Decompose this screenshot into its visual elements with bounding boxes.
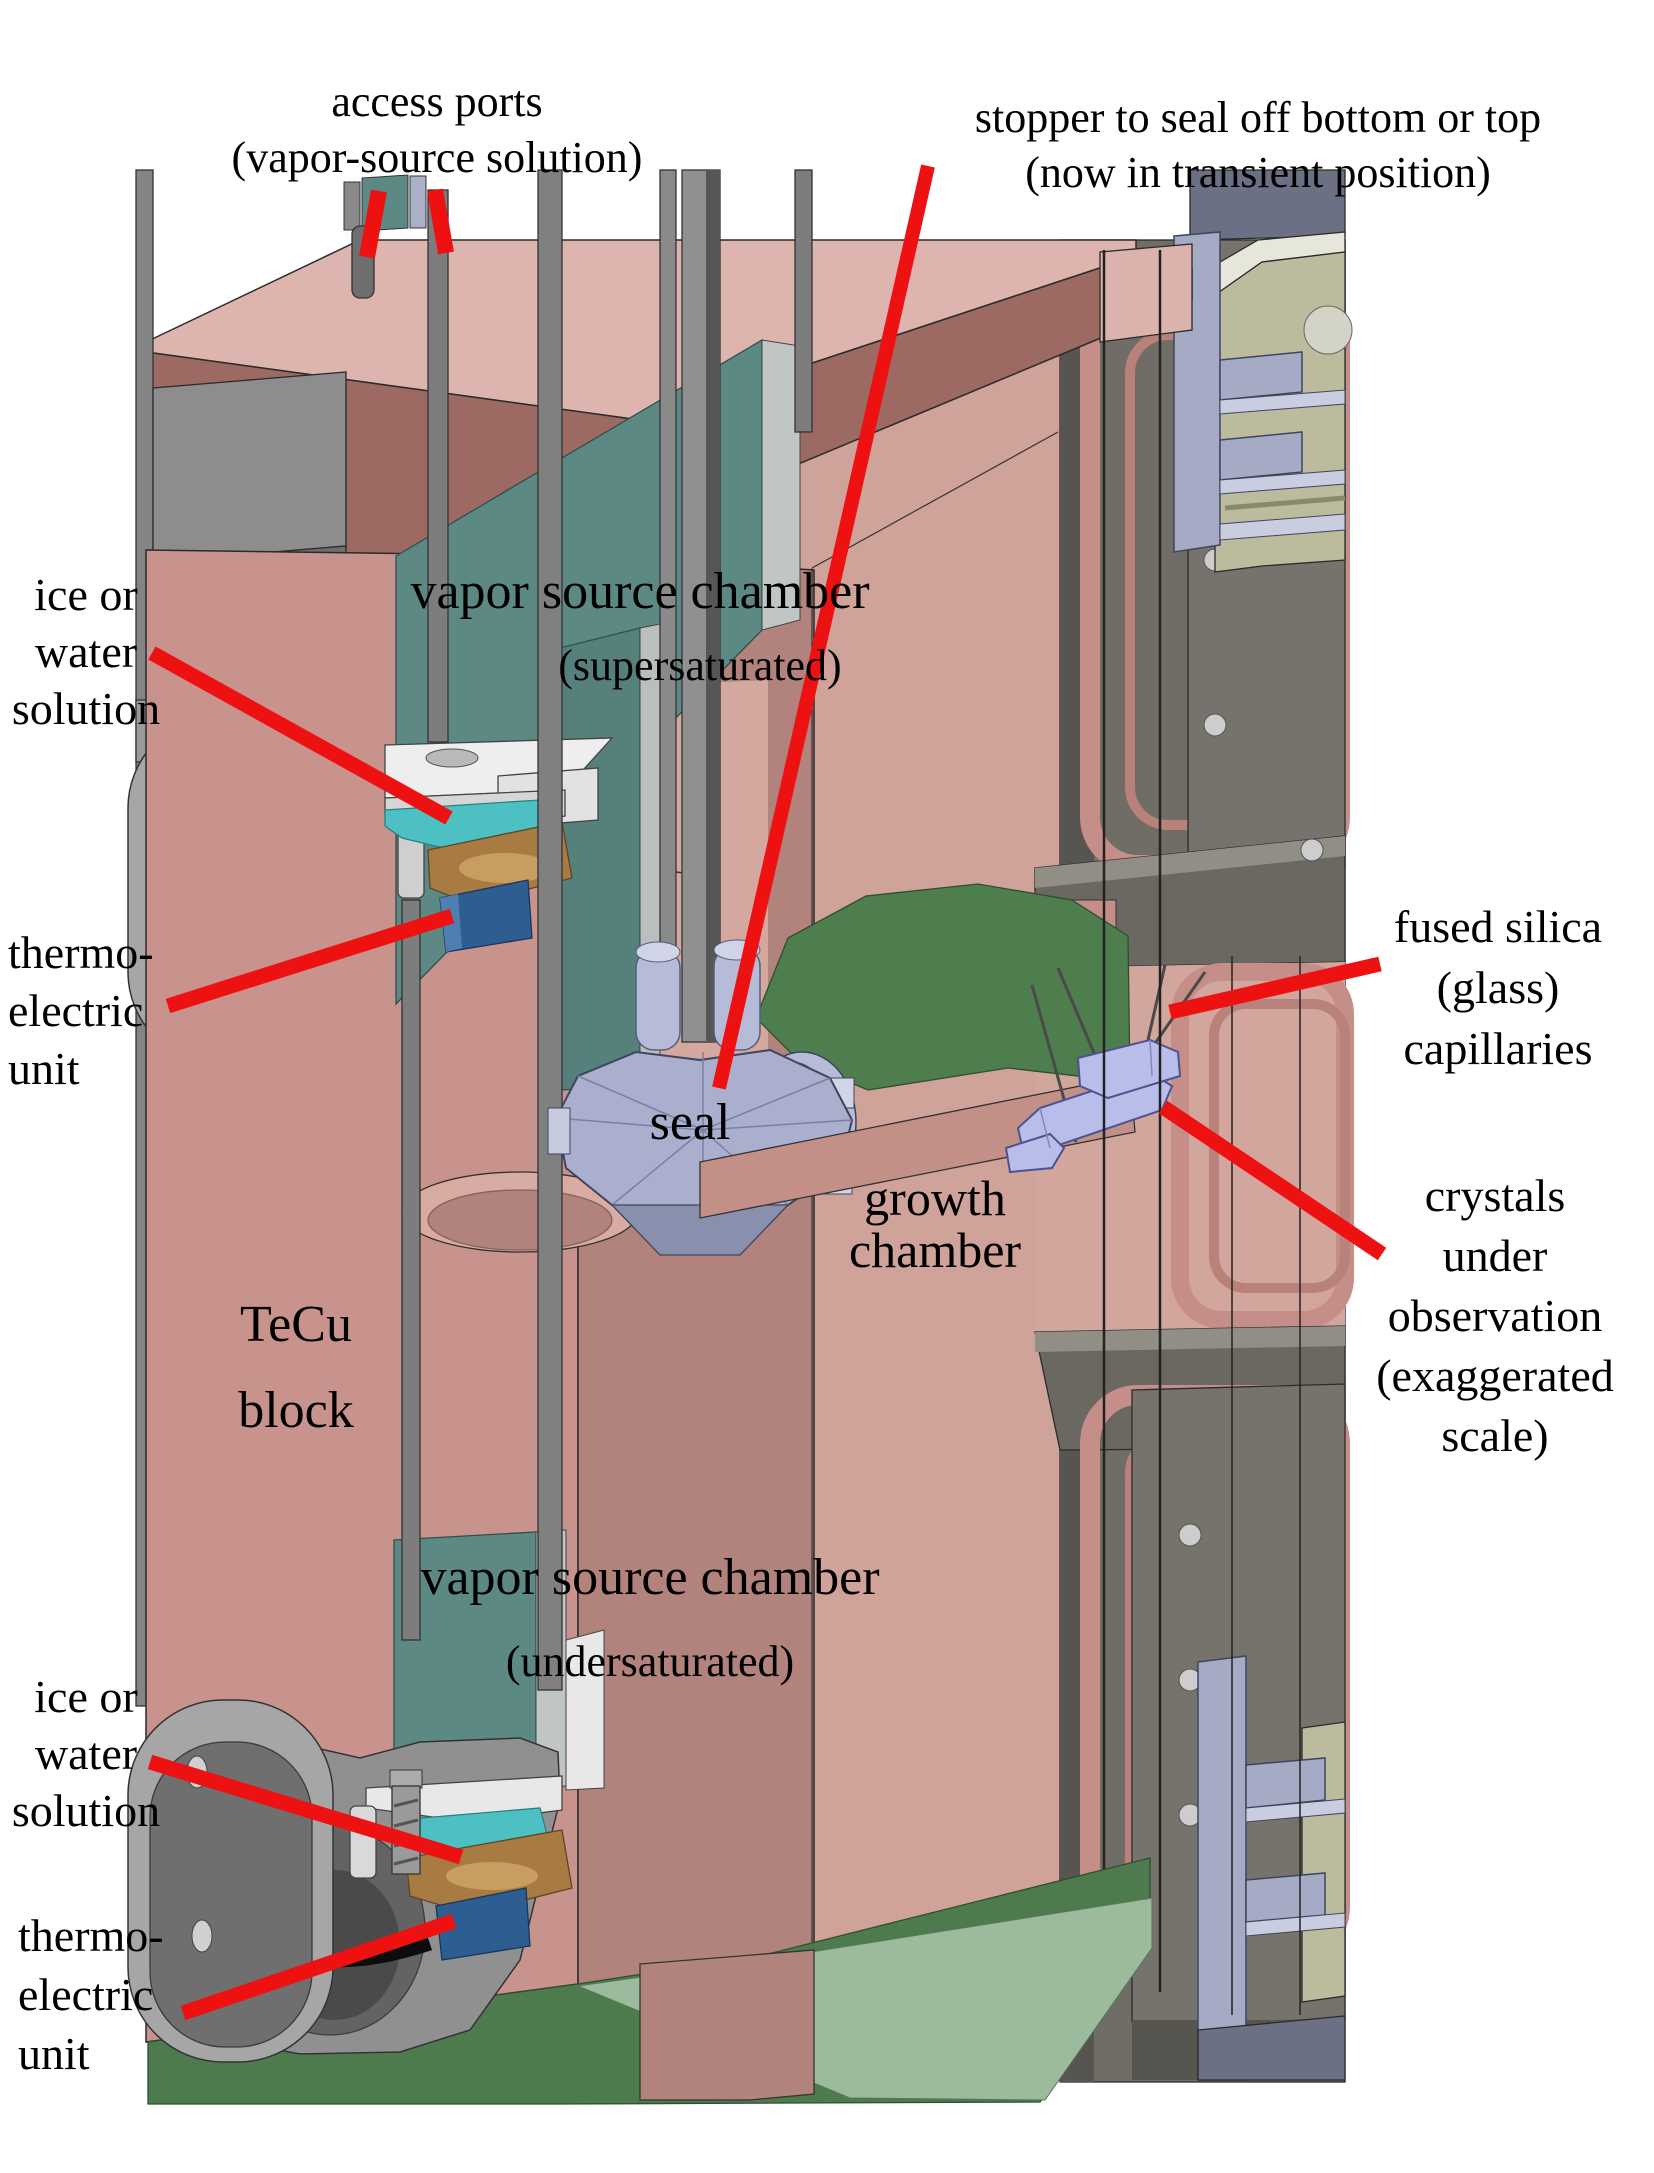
label-fused-silica-capillaries: fused silica (glass) capillaries: [1348, 896, 1648, 1079]
label-supersaturated: (supersaturated): [400, 640, 1000, 692]
leader-ice-water-top: [148, 646, 453, 825]
top-cover-plate: [145, 239, 1193, 557]
label-line: (glass): [1436, 962, 1560, 1013]
label-growth-chamber: growth chamber: [735, 1172, 1135, 1276]
leader-crystals: [1158, 1100, 1387, 1261]
label-access-ports: access ports (vapor-source solution): [137, 74, 737, 186]
label-line: solution: [11, 1785, 161, 1836]
label-thermoelectric-unit-bottom: thermo- electric unit: [18, 1906, 238, 2083]
label-line: thermo-: [8, 927, 154, 978]
label-ice-or-water-solution-top: ice or water solution: [0, 566, 172, 737]
label-thermoelectric-unit-top: thermo- electric unit: [8, 924, 228, 1098]
fused-silica-capillaries: [1030, 964, 1207, 1143]
annotation-leader-lines: [147, 164, 1387, 2021]
label-line: stopper to seal off bottom or top: [974, 93, 1542, 142]
label-line: unit: [18, 2028, 90, 2079]
label-line: (now in transient position): [1025, 148, 1491, 197]
label-line: scale): [1441, 1410, 1549, 1461]
label-line: seal: [649, 1094, 731, 1151]
leader-access-port-1: [359, 189, 387, 259]
label-line: electric: [18, 1969, 154, 2020]
label-line: (vapor-source solution): [231, 133, 643, 182]
label-vapor-source-chamber-top: vapor source chamber: [340, 562, 940, 622]
leader-stopper: [712, 164, 935, 1090]
label-line: block: [238, 1382, 354, 1439]
bottom-right-heatsink-bracket: [1197, 1655, 1346, 2081]
label-line: ice or: [34, 569, 138, 620]
growth-chamber-floor-edge: [699, 1075, 1136, 1219]
label-line: (exaggerated: [1376, 1350, 1614, 1401]
label-line: solution: [11, 683, 161, 734]
label-tecu-block: TeCu block: [146, 1282, 446, 1454]
label-line: chamber: [848, 1222, 1022, 1278]
top-right-heatsink-bracket: [1173, 169, 1353, 573]
label-line: water: [34, 1728, 138, 1779]
label-line: under: [1442, 1230, 1548, 1281]
label-line: thermo-: [18, 1910, 164, 1961]
leader-thermoelectric-bottom: [180, 1913, 457, 2021]
label-vapor-source-chamber-bottom: vapor source chamber: [350, 1548, 950, 1608]
label-line: unit: [8, 1043, 80, 1094]
label-line: water: [34, 626, 138, 677]
label-crystals-under-observation: crystals under observation (exaggerated …: [1340, 1166, 1650, 1466]
label-line: (undersaturated): [505, 1637, 795, 1686]
glass-pane-edges: [1102, 250, 1301, 2015]
label-undersaturated: (undersaturated): [350, 1636, 950, 1688]
access-port-rods: [351, 169, 813, 1691]
label-line: growth: [864, 1170, 1006, 1226]
label-line: fused silica: [1393, 901, 1603, 952]
label-line: vapor source chamber: [410, 563, 870, 620]
label-line: crystals: [1424, 1170, 1566, 1221]
label-line: capillaries: [1403, 1023, 1593, 1074]
label-seal: seal: [590, 1094, 790, 1152]
leader-access-port-2: [427, 188, 454, 255]
label-line: electric: [8, 985, 144, 1036]
leader-ice-water-bottom: [147, 1754, 464, 1865]
label-line: ice or: [34, 1671, 138, 1722]
label-line: vapor source chamber: [420, 1549, 880, 1606]
leader-thermoelectric-top: [165, 908, 455, 1014]
leader-fused-silica: [1168, 956, 1382, 1020]
label-stopper: stopper to seal off bottom or top (now i…: [908, 90, 1608, 200]
label-line: TeCu: [240, 1296, 352, 1353]
label-ice-or-water-solution-bottom: ice or water solution: [0, 1668, 172, 1839]
label-line: observation: [1387, 1290, 1603, 1341]
label-line: (supersaturated): [558, 641, 842, 690]
label-line: access ports: [331, 77, 543, 126]
